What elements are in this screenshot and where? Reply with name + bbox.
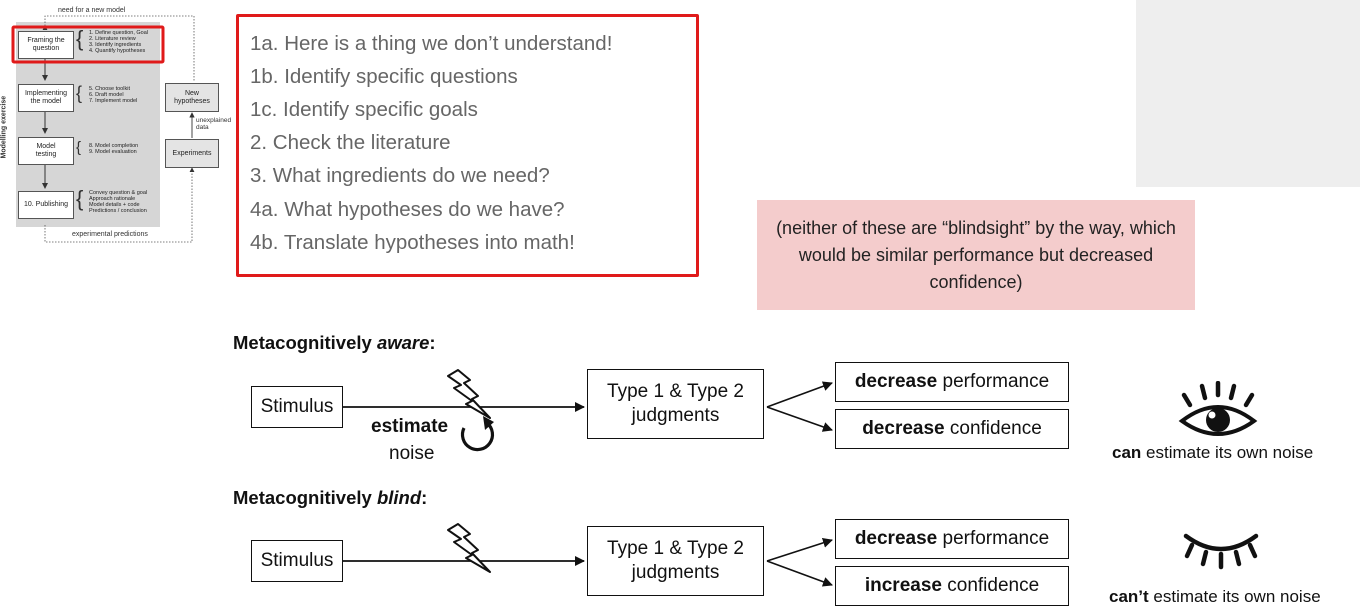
blind-eye-caption: can’t estimate its own noise [1109, 587, 1321, 606]
publishing-details: Convey question & goal Approach rational… [89, 190, 148, 215]
step-1c: 1c. Identify specific goals [250, 98, 478, 121]
closed-eye-icon [1183, 533, 1259, 570]
aware-heading: Metacognitively aware: [233, 332, 436, 353]
aware-stimulus-box: Stimulus [251, 386, 343, 428]
step-4a: 4a. What hypotheses do we have? [250, 198, 565, 221]
experiments-box: Experiments [165, 139, 219, 168]
new-hypotheses-box: New hypotheses [165, 83, 219, 112]
aware-judgments-box: Type 1 & Type 2 judgments [587, 369, 764, 439]
blind-heading: Metacognitively blind: [233, 487, 428, 508]
step-2: 2. Check the literature [250, 131, 451, 154]
gray-panel [1136, 0, 1360, 187]
bottom-loop-label: experimental predictions [72, 231, 148, 238]
unexplained-label: unexplained data [196, 117, 232, 132]
open-eye-icon [1178, 381, 1258, 436]
aware-confidence-box: decrease confidence [835, 409, 1069, 449]
step-1b: 1b. Identify specific questions [250, 65, 518, 88]
testing-details: 8. Model completion 9. Model evaluation [89, 143, 139, 156]
lightning-icon [447, 369, 491, 419]
aware-eye-caption: can estimate its own noise [1112, 443, 1314, 462]
implementing-details: 5. Choose toolkit 6. Draft model 7. Impl… [89, 86, 138, 105]
blind-judgments-box: Type 1 & Type 2 judgments [587, 526, 764, 596]
lightning-icon [447, 523, 491, 573]
top-loop-label: need for a new model [58, 7, 126, 14]
step-4b: 4b. Translate hypotheses into math! [250, 231, 575, 254]
estimate-label: estimate [371, 416, 449, 437]
blind-stimulus-box: Stimulus [251, 540, 343, 582]
step-3: 3. What ingredients do we need? [250, 164, 550, 187]
noise-label: noise [389, 443, 435, 464]
blind-performance-box: decrease performance [835, 519, 1069, 559]
framing-details: 1. Define question, Goal 2. Literature r… [89, 30, 149, 55]
implementing-step: Implementing the model [18, 84, 74, 112]
aware-performance-box: decrease performance [835, 362, 1069, 402]
blindsight-note: (neither of these are “blindsight” by th… [757, 200, 1195, 310]
judgments-line2: judgments [631, 405, 720, 426]
judgments-line2: judgments [631, 562, 720, 583]
blind-confidence-box: increase confidence [835, 566, 1069, 606]
framing-step: Framing the question [18, 31, 74, 59]
steps-box [236, 14, 699, 277]
judgments-line1: Type 1 & Type 2 [607, 381, 744, 403]
framing-brace: { [76, 26, 84, 51]
implementing-brace: { [76, 83, 83, 103]
testing-step: Model testing [18, 137, 74, 165]
judgments-line1: Type 1 & Type 2 [607, 538, 744, 560]
publishing-step: 10. Publishing [18, 191, 74, 219]
publishing-brace: { [76, 186, 84, 211]
circular-arrow-icon [460, 416, 495, 452]
step-1a: 1a. Here is a thing we don’t understand! [250, 32, 613, 55]
testing-brace: { [76, 139, 82, 156]
